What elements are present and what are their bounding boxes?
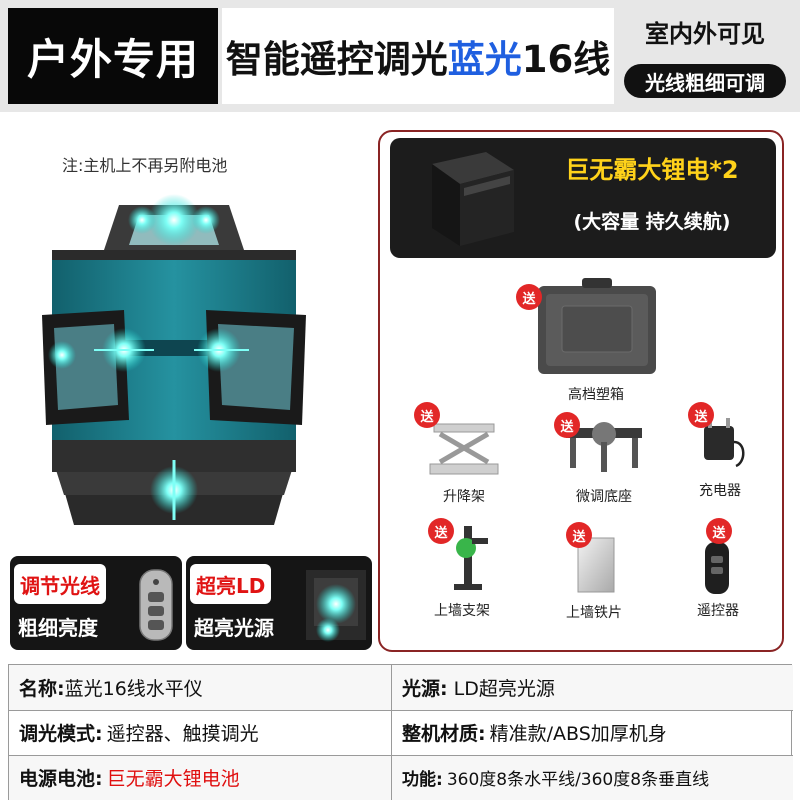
spec-material-value: 精准款/ABS加厚机身 [489,723,667,745]
laser-level-device-image [42,194,306,525]
battery-subtitle: (大容量 持久续航) [573,211,731,233]
wall-iron-plate-label: 上墙铁片 [566,605,622,621]
spec-dimming-cell: 调光模式: 遥控器、触摸调光 [9,710,391,755]
gift-badge: 送 [554,412,580,438]
battery-title: 巨无霸大锂电*2 [565,156,739,184]
lift-stand-icon [429,423,499,475]
wall-bracket-label: 上墙支架 [434,603,490,619]
thickness-pill: 光线粗细可调 [624,64,786,98]
spec-name-cell: 名称: 蓝光16线水平仪 [9,665,391,710]
fine-tune-base-icon [566,422,642,472]
ld-light-promo-card: 超亮LD 超亮光源 [186,556,372,650]
gift-badge: 送 [566,522,592,548]
visibility-text: 室内外可见 [645,20,765,48]
spec-function-value: 360度8条水平线/360度8条垂直线 [446,770,710,790]
spec-table: 名称: 蓝光16线水平仪 光源: LD超亮光源 调光模式: 遥控器、触摸调光 整… [8,664,793,800]
spec-material-cell: 整机材质: 精准款/ABS加厚机身 [392,710,792,755]
battery-icon [432,152,514,246]
lift-stand-label: 升降架 [443,489,485,505]
spec-function-key: 功能: [402,770,443,790]
spec-light-key: 光源: [402,678,448,700]
ld-promo-title: 超亮LD [190,564,272,604]
headline-prefix: 智能遥控调光 [225,38,448,81]
dimming-promo-subtitle: 粗细亮度 [18,616,98,640]
fine-tune-base-label: 微调底座 [576,489,632,505]
spec-material-key: 整机材质: [402,723,486,745]
spec-name-key: 名称: [19,678,65,700]
spec-light-value: LD超亮光源 [453,678,555,700]
gift-badge: 送 [688,402,714,428]
remote-control-icon [139,569,173,641]
laser-module-icon [306,570,366,642]
visibility-tag: 室内外可见 光线粗细可调 [618,8,792,104]
gift-badge: 送 [516,284,542,310]
dimming-promo-title: 调节光线 [14,564,106,604]
spec-dimming-value: 遥控器、触摸调光 [106,723,259,745]
headline-suffix: 16线 [521,38,611,81]
spec-power-value: 巨无霸大锂电池 [106,768,240,790]
spec-power-cell: 电源电池: 巨无霸大锂电池 [9,755,391,800]
headline-blue: 蓝光 [447,38,522,81]
wall-bracket-icon [454,526,488,590]
spec-power-key: 电源电池: [19,768,103,790]
charger-label: 充电器 [699,483,741,499]
spec-function-cell: 功能: 360度8条水平线/360度8条垂直线 [392,755,792,800]
charger-icon [704,418,745,468]
plastic-case-icon [538,278,656,374]
spec-light-cell: 光源: LD超亮光源 [392,665,792,710]
battery-banner [390,138,776,258]
outdoor-use-title: 户外专用 [8,8,218,104]
gift-badge: 送 [706,518,732,544]
remote-icon [705,542,729,594]
remote-label: 遥控器 [697,603,739,619]
dimming-promo-card: 调节光线 粗细亮度 [10,556,182,650]
battery-note: 注:主机上不再另附电池 [62,156,228,175]
spec-name-value: 蓝光16线水平仪 [64,678,203,700]
gift-badge: 送 [428,518,454,544]
ld-promo-subtitle: 超亮光源 [194,616,274,640]
spec-dimming-key: 调光模式: [19,723,103,745]
gift-badge: 送 [414,402,440,428]
plastic-case-label: 高档塑箱 [568,387,624,403]
